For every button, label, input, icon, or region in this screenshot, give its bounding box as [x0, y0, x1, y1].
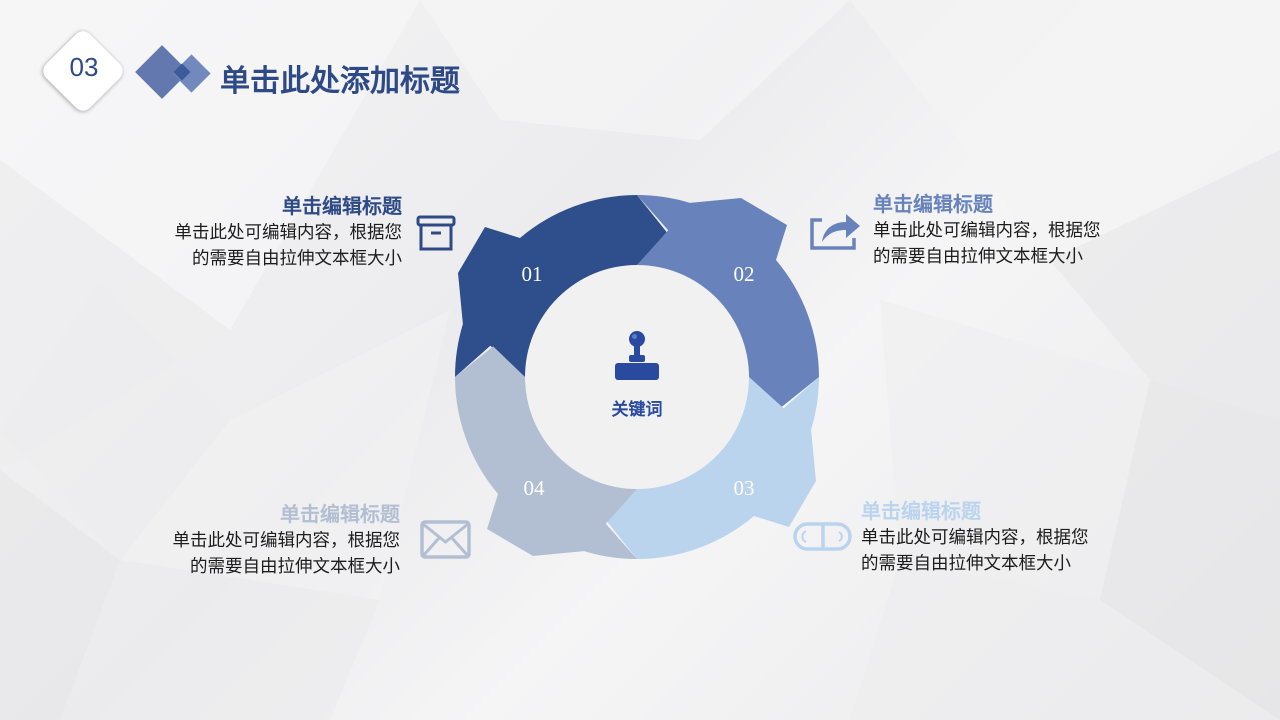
archive-box-icon — [416, 215, 456, 251]
pill-capsule-icon — [793, 522, 852, 551]
segment-01-number: 01 — [521, 262, 543, 286]
block-02-line1[interactable]: 单击此处可编辑内容，根据您 — [873, 221, 1101, 241]
joystick-icon — [615, 331, 659, 380]
section-number: 03 — [69, 52, 99, 82]
text-block-03: 单击编辑标题 单击此处可编辑内容，根据您 的需要自由拉伸文本框大小 — [861, 497, 1123, 577]
block-03-line1[interactable]: 单击此处可编辑内容，根据您 — [861, 528, 1089, 548]
text-block-04: 单击编辑标题 单击此处可编辑内容，根据您 的需要自由拉伸文本框大小 — [138, 500, 401, 580]
text-block-02: 单击编辑标题 单击此处可编辑内容，根据您 的需要自由拉伸文本框大小 — [873, 190, 1135, 270]
block-04-line2[interactable]: 的需要自由拉伸文本框大小 — [190, 557, 400, 577]
block-02-heading[interactable]: 单击编辑标题 — [873, 192, 993, 216]
block-01-heading[interactable]: 单击编辑标题 — [282, 194, 402, 218]
block-04-line1[interactable]: 单击此处可编辑内容，根据您 — [172, 531, 401, 551]
envelope-icon — [420, 520, 471, 559]
block-03-heading[interactable]: 单击编辑标题 — [861, 499, 981, 523]
block-01-line1[interactable]: 单击此处可编辑内容，根据您 — [174, 223, 403, 243]
segment-02-number: 02 — [733, 262, 755, 286]
block-03-line2[interactable]: 的需要自由拉伸文本框大小 — [861, 554, 1071, 574]
block-02-line2[interactable]: 的需要自由拉伸文本框大小 — [873, 247, 1083, 267]
segment-04-number: 04 — [523, 476, 545, 500]
share-arrow-icon — [810, 214, 860, 250]
segment-03-number: 03 — [733, 476, 755, 500]
block-04-heading[interactable]: 单击编辑标题 — [280, 502, 400, 526]
center-keyword[interactable]: 关键词 — [611, 400, 663, 420]
slide-header: 03 单击此处添加标题 — [0, 0, 600, 140]
text-block-01: 单击编辑标题 单击此处可编辑内容，根据您 的需要自由拉伸文本框大小 — [140, 192, 403, 272]
slide-title[interactable]: 单击此处添加标题 — [220, 64, 460, 99]
block-01-line2[interactable]: 的需要自由拉伸文本框大小 — [192, 249, 402, 269]
